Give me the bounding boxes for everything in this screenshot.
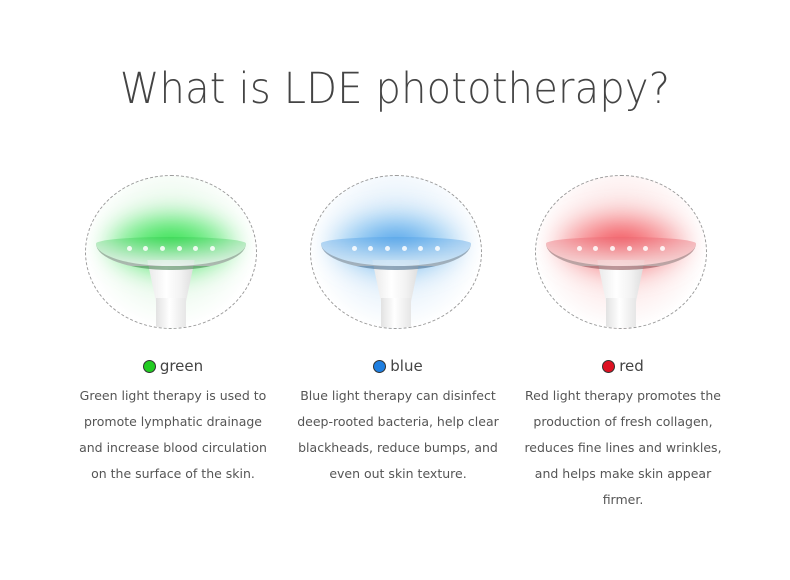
red-dot-icon — [602, 359, 616, 373]
description-line: Red light therapy promotes the — [525, 388, 721, 403]
dashed-circle-frame — [85, 175, 257, 329]
led-icon — [385, 245, 391, 251]
dashed-circle-frame — [310, 175, 482, 329]
therapy-description-blue: Blue light therapy can disinfect deep-ro… — [283, 383, 513, 487]
led-icon — [210, 245, 216, 251]
description-line: deep-rooted bacteria, help clear — [297, 414, 499, 429]
led-row — [126, 245, 216, 251]
page-title: What is LDE phototherapy? — [119, 64, 671, 114]
description-line: blackheads, reduce bumps, and — [298, 440, 498, 455]
led-row — [576, 245, 666, 251]
therapy-description-green: Green light therapy is used to promote l… — [58, 383, 288, 487]
description-line: and helps make skin appear — [534, 466, 712, 481]
led-icon — [593, 245, 599, 251]
dashed-circle-frame — [535, 175, 707, 329]
therapy-label-red: red — [508, 357, 738, 375]
device-stem — [605, 297, 637, 328]
therapy-description-red: Red light therapy promotes the productio… — [508, 383, 738, 513]
description-line: and increase blood circulation — [79, 440, 267, 455]
led-icon — [610, 245, 616, 251]
description-line: Blue light therapy can disinfect — [300, 388, 496, 403]
led-row — [351, 245, 441, 251]
description-line: promote lymphatic drainage — [83, 414, 263, 429]
green-dot-icon — [142, 359, 156, 373]
therapy-name: green — [159, 357, 204, 375]
led-icon — [660, 245, 666, 251]
led-icon — [176, 245, 182, 251]
description-line: firmer. — [602, 492, 644, 507]
led-icon — [643, 245, 649, 251]
therapy-name: blue — [390, 357, 423, 375]
description-line: production of fresh collagen, — [533, 414, 713, 429]
description-line: even out skin texture. — [329, 466, 467, 481]
device-image-red — [535, 175, 707, 329]
device-image-blue — [310, 175, 482, 329]
led-icon — [351, 245, 357, 251]
device-image-green — [85, 175, 257, 329]
led-icon — [368, 245, 374, 251]
description-line: reduces fine lines and wrinkles, — [524, 440, 722, 455]
led-icon — [626, 245, 632, 251]
led-icon — [418, 245, 424, 251]
led-icon — [193, 245, 199, 251]
description-line: Green light therapy is used to — [79, 388, 267, 403]
led-icon — [435, 245, 441, 251]
therapy-label-blue: blue — [283, 357, 513, 375]
led-icon — [576, 245, 582, 251]
led-icon — [126, 245, 132, 251]
device-stem — [155, 297, 187, 328]
led-icon — [401, 245, 407, 251]
therapy-name: red — [619, 357, 644, 375]
led-icon — [160, 245, 166, 251]
blue-dot-icon — [373, 359, 387, 373]
device-stem — [380, 297, 412, 328]
therapy-label-green: green — [58, 357, 288, 375]
led-icon — [143, 245, 149, 251]
description-line: on the surface of the skin. — [91, 466, 255, 481]
